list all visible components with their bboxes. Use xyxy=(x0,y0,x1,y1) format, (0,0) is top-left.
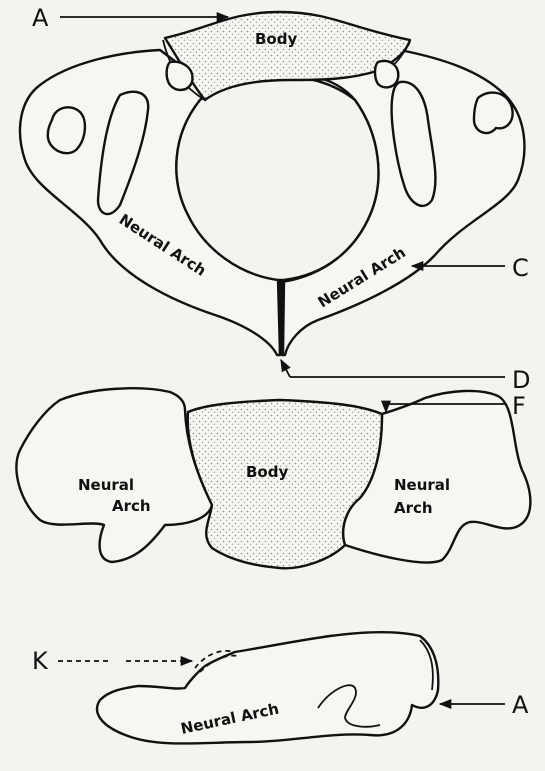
label-c: C xyxy=(512,254,529,282)
mid-arch-right-label-1: Neural xyxy=(394,476,450,494)
middle-vertebra: Neural Arch Body Neural Arch xyxy=(16,388,530,568)
label-a-top: A xyxy=(32,4,49,32)
bottom-vertebra: Neural Arch xyxy=(97,632,438,743)
label-f: F xyxy=(512,392,526,420)
top-right-foramen xyxy=(474,93,513,134)
label-d: D xyxy=(512,366,530,394)
label-k: K xyxy=(32,647,49,675)
mid-arch-left-label-2: Arch xyxy=(112,497,151,515)
bottom-neural-arch xyxy=(97,632,438,743)
mid-arch-right-label-2: Arch xyxy=(394,499,433,517)
top-left-foramen xyxy=(48,107,85,153)
top-vertebra: Body Neural Arch Neural Arch xyxy=(20,12,524,355)
mid-body-label: Body xyxy=(246,463,288,481)
mid-arch-left-label-1: Neural xyxy=(78,476,134,494)
label-a-bottom: A xyxy=(512,691,529,719)
top-body-label: Body xyxy=(255,30,297,48)
